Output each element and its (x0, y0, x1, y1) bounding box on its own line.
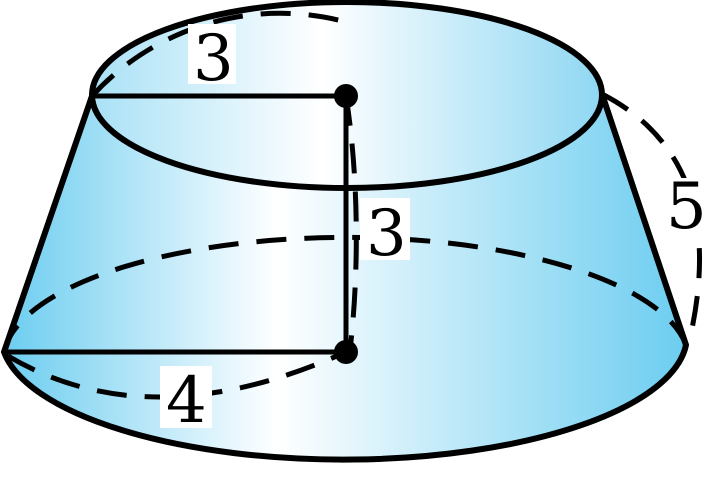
bottom-radius-label-bg (160, 366, 212, 428)
sphere-right-dashed (343, 95, 359, 351)
bottom-radius-label: 4 (166, 364, 207, 438)
height-label-bg (360, 198, 410, 260)
top-center-point (334, 84, 358, 108)
top-radius-label: 3 (193, 22, 234, 96)
sphere-top-dashed (90, 10, 347, 98)
top-radius-label-bg (188, 24, 236, 84)
height-label: 3 (366, 197, 407, 271)
slant-label: 5 (666, 170, 707, 244)
bottom-center-point (334, 340, 358, 364)
bottom-back-edge (1, 234, 689, 353)
slant-label-bg (664, 178, 710, 238)
